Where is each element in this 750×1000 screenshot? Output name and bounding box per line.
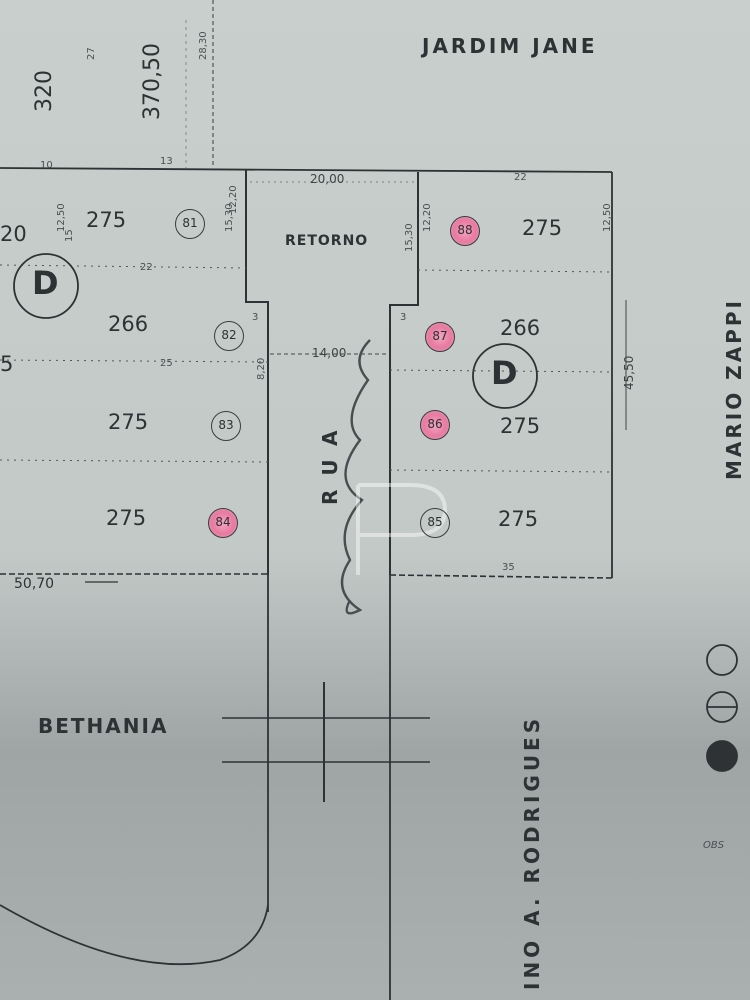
lot-86[interactable]: 86 bbox=[420, 410, 450, 440]
d-mark-left: D bbox=[32, 264, 59, 302]
area-lot-83: 275 bbox=[108, 410, 149, 434]
dim-retorno-width: 20,00 bbox=[310, 172, 345, 186]
area-edge-5: 5 bbox=[0, 352, 14, 376]
dim-12-50-right: 12,50 bbox=[602, 203, 613, 232]
dim-3-right: 3 bbox=[400, 312, 407, 323]
lot-85[interactable]: 85 bbox=[420, 508, 450, 538]
dim-8-20: 8,20 bbox=[256, 357, 267, 380]
street-label-rodrigues: INO A. RODRIGUES bbox=[520, 714, 544, 990]
dim-rua-width: 14,00 bbox=[312, 346, 347, 360]
dim-3-left: 3 bbox=[252, 312, 259, 323]
area-lot-82: 266 bbox=[108, 312, 149, 336]
rua-label: RUA bbox=[318, 416, 342, 505]
street-label-mario-zappi: MARIO ZAPPI bbox=[722, 298, 746, 480]
area-lot-81: 275 bbox=[86, 208, 127, 232]
d-mark-right: D bbox=[491, 354, 518, 392]
number-320: 320 bbox=[32, 70, 57, 112]
dim-25: 25 bbox=[160, 358, 173, 369]
street-label-jardim-jane: JARDIM JANE bbox=[422, 34, 598, 58]
dim-35: 35 bbox=[502, 562, 515, 573]
street-label-bethania: BETHANIA bbox=[38, 714, 169, 738]
retorno-label: RETORNO bbox=[285, 233, 369, 249]
dim-left-frontage: 50,70 bbox=[14, 576, 55, 592]
number-28-30: 28,30 bbox=[198, 31, 209, 60]
lot-88[interactable]: 88 bbox=[450, 216, 480, 246]
lot-87[interactable]: 87 bbox=[425, 322, 455, 352]
area-edge-20: 20 bbox=[0, 222, 27, 246]
lot-83[interactable]: 83 bbox=[211, 411, 241, 441]
dim-22-right: 22 bbox=[514, 172, 527, 183]
dim-22-left: 22 bbox=[140, 262, 153, 273]
dim-13: 13 bbox=[160, 156, 173, 167]
area-lot-85: 275 bbox=[498, 507, 539, 531]
dim-15: 15 bbox=[64, 229, 75, 242]
area-lot-87: 266 bbox=[500, 316, 541, 340]
area-lot-86: 275 bbox=[500, 414, 541, 438]
lot-84[interactable]: 84 bbox=[208, 508, 238, 538]
dim-right-depth: 45,50 bbox=[622, 355, 636, 390]
lot-81[interactable]: 81 bbox=[175, 209, 205, 239]
dim-12-50-left: 12,50 bbox=[56, 203, 67, 232]
dim-12-20-right: 12,20 bbox=[422, 203, 433, 232]
obs-label: OBS bbox=[703, 840, 725, 851]
number-27: 27 bbox=[86, 47, 97, 60]
lot-82[interactable]: 82 bbox=[214, 321, 244, 351]
area-lot-84: 275 bbox=[106, 506, 147, 530]
number-370-50: 370,50 bbox=[140, 43, 165, 120]
dim-12-20-left: 12,20 bbox=[228, 185, 239, 214]
area-lot-88: 275 bbox=[522, 216, 563, 240]
dim-15-30-right: 15,30 bbox=[404, 223, 415, 252]
dim-10: 10 bbox=[40, 160, 53, 171]
